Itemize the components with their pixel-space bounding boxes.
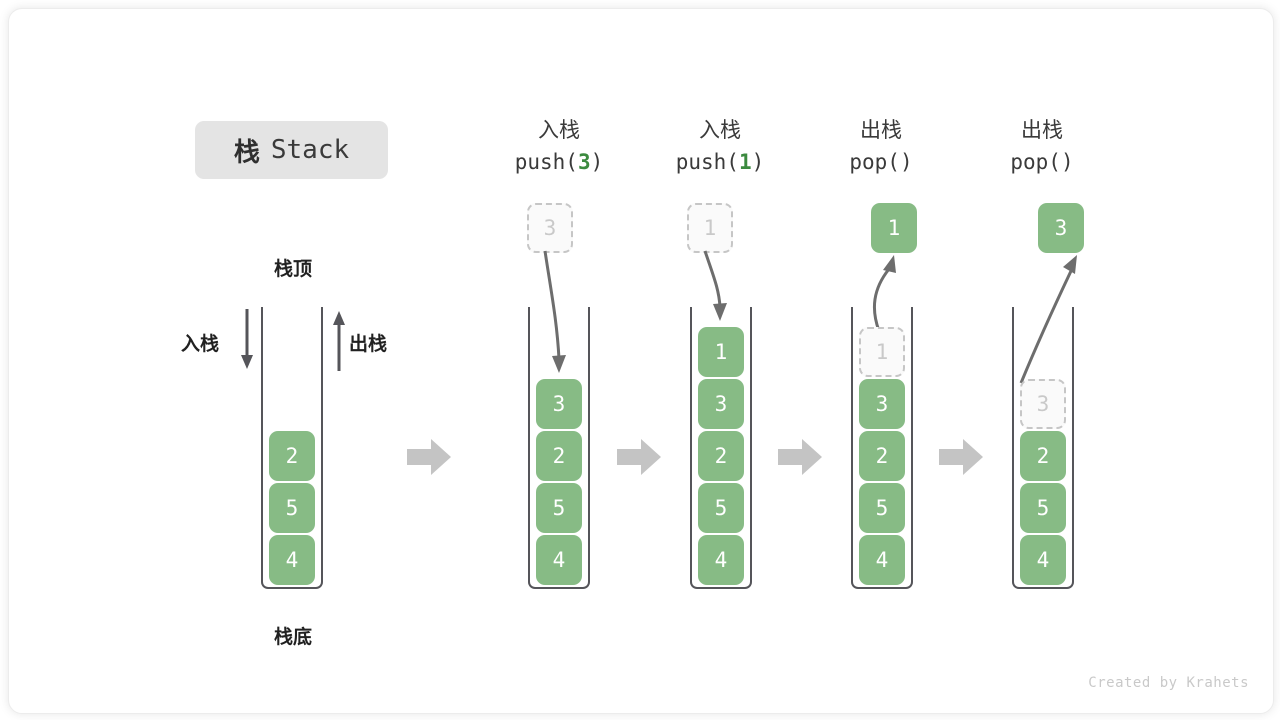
stack-cell: 1 [698, 327, 744, 377]
stack-cell: 4 [269, 535, 315, 585]
diagram-canvas: 栈 Stack 栈顶 入栈 出栈 2 5 4 栈底 入栈 push(3) 3 3… [8, 8, 1274, 714]
stack-container-initial [261, 307, 323, 589]
pop-side-label: 出栈 [349, 333, 388, 355]
stack-cell: 3 [536, 379, 582, 429]
stack-cell: 5 [1020, 483, 1066, 533]
column-header-code: push(1) [630, 149, 810, 177]
column-header-push-3: 入栈 push(3) [469, 117, 649, 176]
title-chip: 栈 Stack [195, 121, 388, 179]
stack-cell-ghost: 3 [1020, 379, 1066, 429]
stack-cell: 2 [859, 431, 905, 481]
stack-cell: 4 [1020, 535, 1066, 585]
column-header-cn: 入栈 [699, 118, 741, 142]
stack-cell: 5 [269, 483, 315, 533]
pop-curve-arrow-icon [872, 255, 896, 332]
column-header-pop-1: 出栈 pop() [791, 117, 971, 176]
title-en: Stack [270, 135, 350, 165]
stack-cell: 5 [698, 483, 744, 533]
push-side-label: 入栈 [181, 333, 220, 355]
code-suffix: ) [751, 149, 765, 174]
column-header-code: pop() [791, 149, 971, 177]
stack-cell: 2 [536, 431, 582, 481]
pop-curve-arrow-icon [1019, 255, 1077, 384]
step-arrow-icon [778, 439, 822, 475]
code-prefix: push( [675, 149, 739, 174]
code-prefix: push( [514, 149, 578, 174]
stack-bottom-label: 栈底 [273, 626, 312, 648]
push-curve-arrow-icon [543, 250, 566, 373]
code-suffix: ) [1060, 149, 1074, 174]
title-cn: 栈 [233, 137, 261, 168]
code-prefix: pop( [1010, 149, 1061, 174]
stack-cell: 3 [698, 379, 744, 429]
code-prefix: pop( [849, 149, 900, 174]
floating-cell-popped: 1 [871, 203, 917, 253]
column-header-cn: 出栈 [1021, 118, 1063, 142]
column-header-cn: 入栈 [538, 118, 580, 142]
step-arrow-icon [939, 439, 983, 475]
push-curve-arrow-icon [703, 250, 727, 321]
stack-container-push-1 [690, 307, 752, 589]
floating-cell-popped: 3 [1038, 203, 1084, 253]
stack-cell-ghost: 1 [859, 327, 905, 377]
stack-cell: 5 [859, 483, 905, 533]
pop-up-arrow-icon [333, 311, 345, 371]
code-arg: 1 [738, 149, 752, 174]
step-arrow-icon [407, 439, 451, 475]
floating-cell-ghost: 1 [687, 203, 733, 253]
code-arg: 3 [577, 149, 591, 174]
floating-cell-ghost: 3 [527, 203, 573, 253]
code-suffix: ) [899, 149, 913, 174]
stack-container-push-3 [528, 307, 590, 589]
code-suffix: ) [590, 149, 604, 174]
stack-cell: 5 [536, 483, 582, 533]
column-header-push-1: 入栈 push(1) [630, 117, 810, 176]
step-arrow-icon [617, 439, 661, 475]
stack-cell: 2 [698, 431, 744, 481]
stack-cell: 2 [1020, 431, 1066, 481]
credit-text: Created by Krahets [1088, 675, 1249, 691]
stack-cell: 3 [859, 379, 905, 429]
stack-cell: 4 [536, 535, 582, 585]
stack-cell: 2 [269, 431, 315, 481]
stack-cell: 4 [698, 535, 744, 585]
stack-top-label: 栈顶 [273, 258, 312, 280]
column-header-pop-3: 出栈 pop() [952, 117, 1132, 176]
column-header-code: push(3) [469, 149, 649, 177]
stack-container-pop-3 [1012, 307, 1074, 589]
stack-container-pop-1 [851, 307, 913, 589]
column-header-cn: 出栈 [860, 118, 902, 142]
push-down-arrow-icon [241, 309, 253, 369]
column-header-code: pop() [952, 149, 1132, 177]
stack-cell: 4 [859, 535, 905, 585]
